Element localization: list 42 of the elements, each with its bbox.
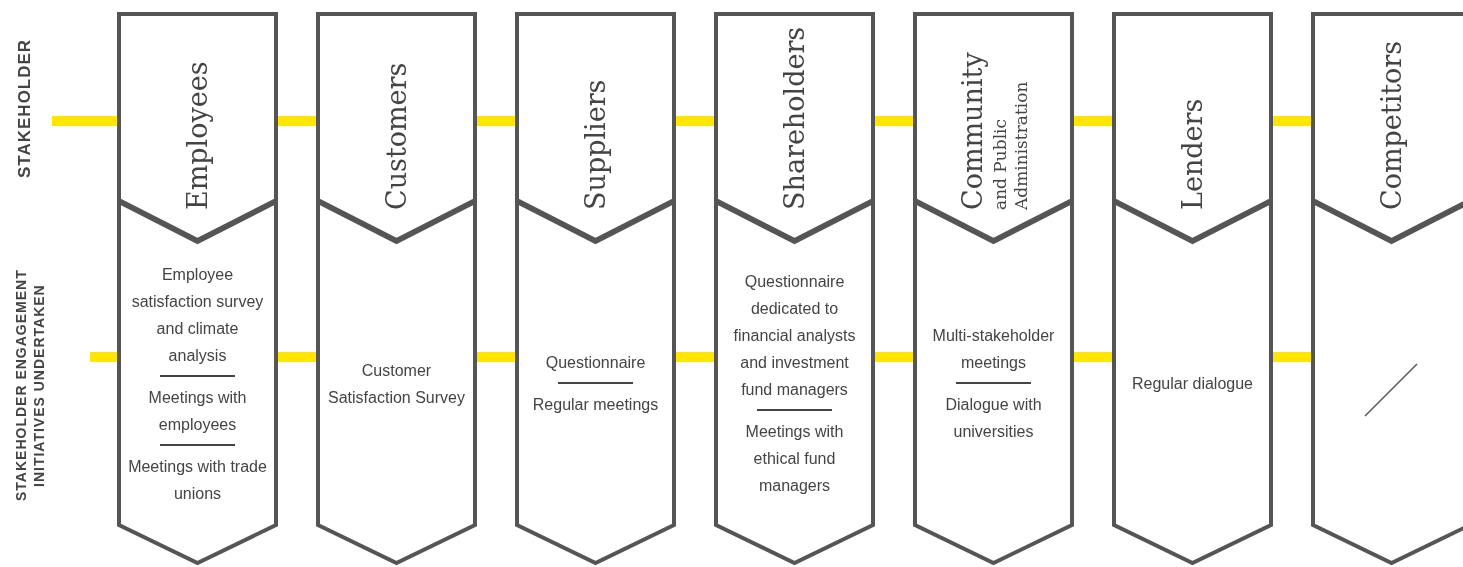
initiative-text: Multi-stakeholder meetings — [931, 326, 1056, 373]
connector-line — [674, 116, 716, 126]
stakeholder-name: Competitors — [1374, 39, 1408, 210]
connector-line — [873, 116, 915, 126]
stakeholder-panel — [714, 12, 875, 242]
stakeholder-panel — [515, 12, 676, 242]
connector-line — [52, 116, 119, 126]
stakeholder-name: Lenders — [1175, 97, 1209, 210]
initiative-text: Meetings with trade unions — [127, 456, 268, 504]
connector-line — [276, 116, 318, 126]
stakeholder-name: Community — [955, 51, 989, 210]
stakeholder-panel — [913, 12, 1074, 242]
row-heading: STAKEHOLDER — [14, 37, 35, 180]
initiative-text: Regular meetings — [531, 395, 660, 415]
connector-line — [1072, 352, 1114, 362]
connector-line — [475, 352, 517, 362]
initiative-text: Employee satisfaction survey and climate analysis — [130, 264, 265, 366]
stakeholder-panel — [117, 12, 278, 242]
connector-line — [90, 352, 119, 362]
stakeholder-panel — [1311, 12, 1463, 242]
stakeholder-name: Shareholders — [777, 25, 811, 210]
stakeholder-panel — [1112, 12, 1273, 242]
connector-line — [873, 352, 915, 362]
stakeholder-panel — [316, 12, 477, 242]
connector-line — [1271, 352, 1313, 362]
connector-line — [1271, 116, 1313, 126]
initiative-text: Meetings with employees — [147, 387, 248, 435]
initiative-text: Meetings with ethical fund managers — [744, 422, 845, 496]
stakeholder-name: and Public Administration — [989, 80, 1032, 210]
connector-line — [475, 116, 517, 126]
connector-line — [674, 352, 716, 362]
initiative-text: Questionnaire dedicated to financial analysts and investment fund managers — [732, 272, 857, 400]
initiative-text: Questionnaire — [544, 353, 647, 373]
stakeholder-name: Employees — [180, 60, 214, 210]
connector-line — [276, 352, 318, 362]
stakeholder-name: Suppliers — [578, 78, 612, 210]
row-heading: STAKEHOLDER ENGAGEMENT INITIATIVES UNDERTAKEN — [12, 268, 48, 504]
initiative-text: Customer Satisfaction Survey — [327, 360, 466, 408]
initiative-text: Dialogue with universities — [944, 395, 1043, 442]
stakeholder-name: Customers — [379, 61, 413, 210]
initiative-text: Regular dialogue — [1131, 374, 1254, 394]
connector-line — [1072, 116, 1114, 126]
